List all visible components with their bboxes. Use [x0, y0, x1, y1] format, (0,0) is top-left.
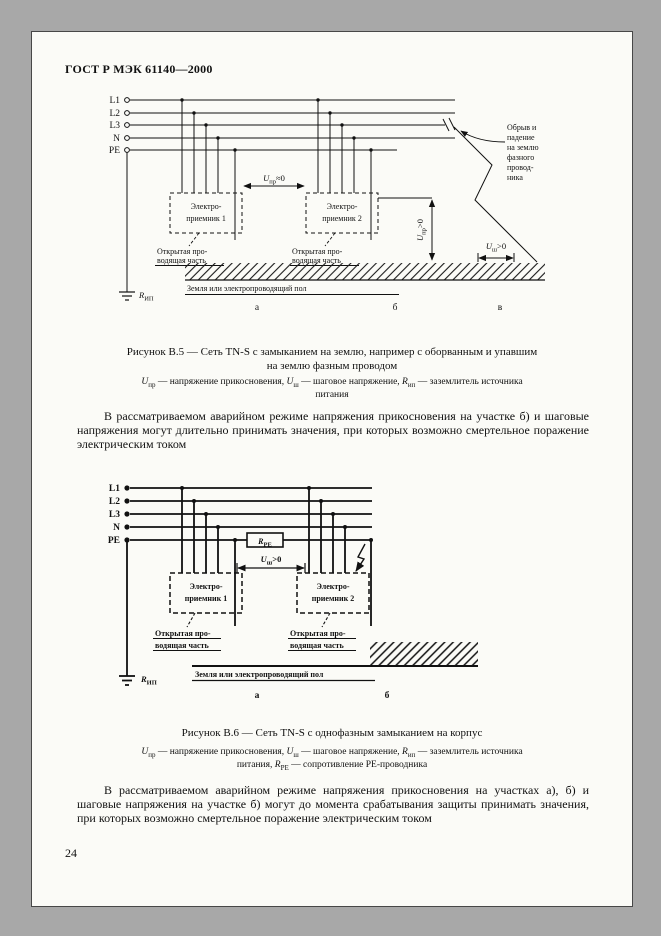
pe-resistor-box [246, 532, 284, 548]
receiver-2-box [296, 572, 370, 614]
bus-label-pe: PE [108, 536, 120, 546]
ground-hatch [370, 642, 478, 666]
fig6-ground: Земля или электропроводящий пол [192, 642, 478, 682]
fig6-exposed-part-1: Открытая про- водящая часть [153, 612, 221, 652]
step-voltage-label: Uш>0 [261, 554, 282, 567]
exposed-part-label: водящая часть [292, 256, 341, 265]
receiver-2-label: Электро- [327, 202, 358, 211]
fig6-exposed-part-2: Открытая про- водящая часть [288, 612, 356, 652]
body-paragraph: В рассматриваемом аварийном режиме напря… [77, 783, 589, 825]
legend-line: Uпр — напряжение прикосновения, Uш — шаг… [141, 377, 523, 389]
bus-label-l3: L3 [109, 121, 120, 131]
caption-line: Рисунок В.5 — Сеть TN-S с замыканием на … [126, 346, 538, 358]
exposed-part-label: Открытая про- [292, 247, 343, 256]
fig5-bus-labels: L1 L2 L3 N PE [109, 96, 120, 156]
zone-letter-a: а [255, 303, 260, 313]
ground-label: Земля или электропроводящий пол [187, 284, 306, 293]
pe-resistor-label: RPE [257, 537, 272, 549]
fig5-junction-dots [180, 98, 373, 152]
zone-letter-v: в [498, 303, 503, 313]
page-number: 24 [65, 846, 77, 860]
fig6-junction-dots [180, 486, 373, 542]
break-note-line: провод- [507, 163, 534, 172]
earth-electrode-icon [119, 675, 135, 686]
source-earth-label: RИП [138, 290, 154, 303]
break-note-line: Обрыв и [507, 123, 537, 132]
bus-label-n: N [113, 523, 120, 533]
step-voltage-label: Uш>0 [486, 241, 506, 254]
legend-line: питания, RPE — сопротивление PE-проводни… [236, 760, 428, 773]
break-note-line: падение [507, 133, 535, 142]
bus-label-l2: L2 [109, 109, 120, 119]
zone-letter-b: б [385, 690, 390, 701]
bus-label-l1: L1 [109, 484, 120, 494]
exposed-part-label: Открытая про- [290, 629, 346, 638]
receiver-2-label: приемник 2 [312, 594, 355, 603]
bus-label-n: N [113, 134, 120, 144]
fig6-wires [126, 487, 372, 676]
receiver-1-label: приемник 1 [186, 214, 226, 223]
fig6-bus-labels: L1 L2 L3 N PE [108, 484, 120, 546]
receiver-2-label: Электро- [316, 582, 349, 591]
fig5-exposed-part-1: Открытая про- водящая часть [155, 232, 224, 266]
zone-letter-b: б [393, 302, 398, 313]
caption-line: на землю фазным проводом [266, 360, 398, 373]
fig5-bus-terminals [124, 97, 130, 153]
bus-label-pe: PE [109, 146, 120, 156]
fig6-bus-terminals [124, 485, 130, 543]
receiver-2-box [305, 192, 379, 234]
break-note-line: ника [507, 173, 523, 182]
body-paragraph: В рассматриваемом аварийном режиме напря… [77, 409, 589, 451]
ground-label: Земля или электропроводящий пол [195, 670, 324, 679]
exposed-part-label: водящая часть [290, 641, 344, 650]
figure-b6-diagram: L1 L2 L3 N PE RPE Uш>0 Электро- приемник… [108, 484, 478, 701]
figure-b5-diagram: L1 L2 L3 N PE Электро- приемник 1 Электр… [109, 96, 545, 313]
fig5-exposed-part-2: Открытая про- водящая часть [290, 232, 359, 266]
break-note-line: на землю [507, 143, 539, 152]
caption-line: Рисунок В.6 — Сеть TN-S с однофазным зам… [181, 727, 483, 739]
bus-label-l2: L2 [109, 497, 120, 507]
fallen-phase-wire [453, 126, 538, 263]
wire-break-mark [442, 118, 450, 132]
break-note-leader [460, 130, 506, 143]
fig5-wires [126, 99, 538, 292]
receiver-1-box [169, 192, 243, 234]
receiver-2-label: приемник 2 [322, 214, 362, 223]
wire-break-mark [448, 117, 456, 131]
document-page: ГОСТ Р МЭК 61140—2000 [31, 31, 633, 907]
source-earth-label: RИП [140, 674, 157, 687]
ground-hatch [185, 263, 545, 280]
receiver-1-box [169, 572, 243, 614]
figure-b6-caption: Рисунок В.6 — Сеть TN-S с однофазным зам… [82, 726, 582, 740]
receiver-1-label: Электро- [191, 202, 222, 211]
receiver-1-label: приемник 1 [185, 594, 228, 603]
touch-voltage-label: Uпр>0 [415, 219, 428, 241]
exposed-part-label: Открытая про- [155, 629, 211, 638]
legend-line: питания [315, 390, 349, 401]
bus-label-l3: L3 [109, 510, 120, 520]
exposed-part-label: Открытая про- [157, 247, 208, 256]
receiver-1-label: Электро- [189, 582, 222, 591]
break-note-line: фазного [507, 153, 534, 162]
fig5-ground: Земля или электропроводящий пол [185, 263, 545, 295]
earth-electrode-icon [119, 291, 135, 301]
figure-b5-caption: Рисунок В.5 — Сеть TN-S с замыканием на … [82, 345, 582, 374]
zone-letter-a: а [255, 691, 260, 701]
legend-line: Uпр — напряжение прикосновения, Uш — шаг… [141, 747, 523, 759]
bus-label-l1: L1 [109, 96, 120, 106]
exposed-part-label: водящая часть [155, 641, 209, 650]
touch-voltage-zero-label: Uпр≈0 [263, 173, 285, 186]
figure-b6-legend: Uпр — напряжение прикосновения, Uш — шаг… [92, 746, 572, 773]
page-header: ГОСТ Р МЭК 61140—2000 [65, 62, 213, 76]
exposed-part-label: водящая часть [157, 256, 206, 265]
fig5-break-note: Обрыв и падение на землю фазного провод-… [460, 123, 539, 182]
figure-b5-legend: Uпр — напряжение прикосновения, Uш — шаг… [92, 376, 572, 403]
fault-lightning-icon [355, 543, 366, 572]
